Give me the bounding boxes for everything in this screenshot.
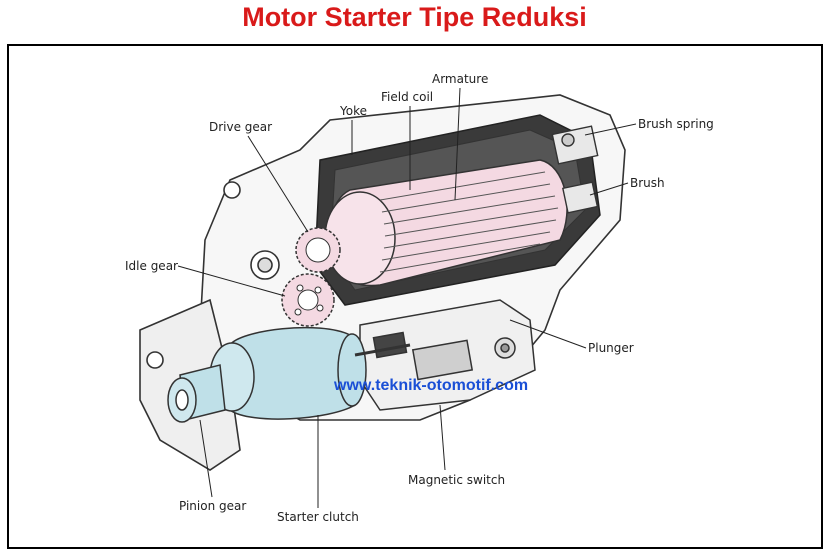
diagram-title: Motor Starter Tipe Reduksi (242, 2, 587, 32)
magnetic-switch (359, 299, 536, 411)
idle-gear (281, 273, 335, 327)
label-idle-gear: Idle gear (125, 259, 178, 273)
drive-gear (295, 227, 341, 273)
armature (324, 159, 568, 287)
label-field-coil: Field coil (381, 90, 433, 104)
label-pinion-gear: Pinion gear (179, 499, 246, 513)
label-yoke: Yoke (339, 104, 367, 118)
label-drive-gear: Drive gear (209, 120, 272, 134)
starter-clutch (209, 326, 411, 420)
pinion-gear (167, 364, 226, 423)
label-starter-clutch: Starter clutch (277, 510, 359, 524)
brush-assembly (551, 125, 599, 214)
diagram-frame (7, 44, 823, 549)
label-brush-spring: Brush spring (638, 117, 714, 131)
watermark-url: www.teknik-otomotif.com (333, 377, 528, 394)
label-armature: Armature (432, 72, 488, 86)
label-brush: Brush (630, 176, 665, 190)
label-magnetic-switch: Magnetic switch (408, 473, 505, 487)
leader-lines (177, 87, 637, 508)
label-plunger: Plunger (588, 341, 634, 355)
